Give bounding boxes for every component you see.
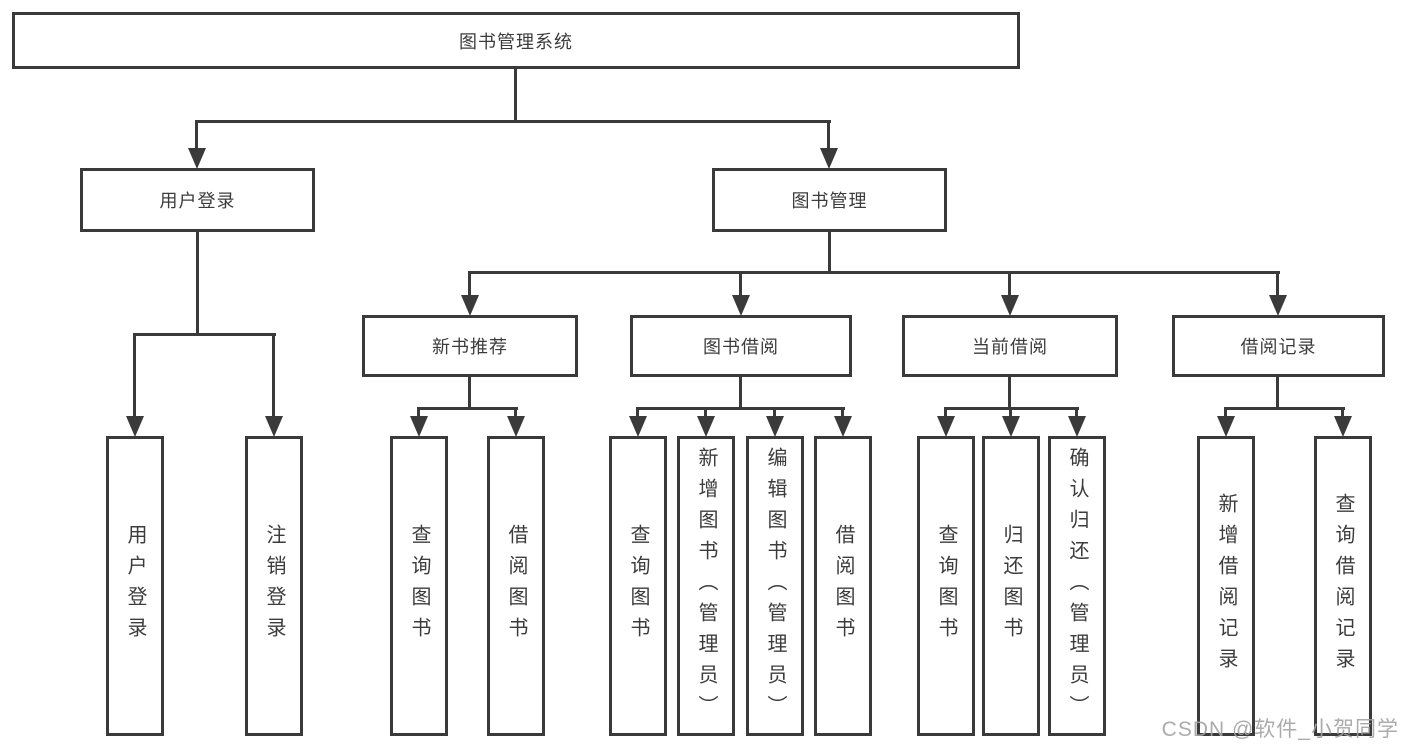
node-library-system: 图书管理系统 — [12, 12, 1020, 69]
arrow-down-icon — [765, 407, 784, 437]
node-label: 用户登录 — [159, 191, 236, 211]
node-label: 注销登录 — [263, 524, 285, 648]
arrow-down-icon — [125, 333, 144, 437]
arrow-down-icon — [187, 120, 206, 169]
arrow-down-icon — [1268, 271, 1287, 316]
node-label: 借阅图书 — [832, 524, 854, 648]
node-label: 编辑图书（管理员） — [764, 446, 786, 726]
node-label: 用户登录 — [124, 524, 146, 648]
node-label: 图书借阅 — [703, 337, 779, 357]
node-borrowing-records: 借阅记录 — [1172, 315, 1385, 377]
connector-line — [636, 407, 845, 410]
connector-line — [1224, 407, 1345, 410]
arrow-down-icon — [731, 271, 750, 316]
node-label: 图书管理系统 — [459, 31, 573, 52]
connector-line — [828, 232, 831, 274]
csdn-watermark: CSDN @软件_小贺同学 — [1161, 718, 1399, 741]
leaf-recommend-borrow-books: 借阅图书 — [487, 436, 545, 736]
arrow-down-icon — [506, 407, 525, 437]
leaf-current-query-books: 查询图书 — [917, 436, 975, 736]
node-label: 新增借阅记录 — [1215, 493, 1237, 679]
node-label: 查询图书 — [935, 524, 957, 648]
arrow-down-icon — [1333, 407, 1352, 437]
leaf-recommend-query-books: 查询图书 — [390, 436, 448, 736]
node-label: 图书管理 — [791, 191, 868, 211]
arrow-down-icon — [409, 407, 428, 437]
leaf-user-login: 用户登录 — [106, 436, 164, 736]
node-label: 查询图书 — [408, 524, 430, 648]
arrow-down-icon — [1000, 271, 1019, 316]
arrow-down-icon — [819, 120, 838, 169]
arrow-down-icon — [936, 407, 955, 437]
connector-line — [739, 377, 742, 410]
leaf-add-book-admin: 新增图书（管理员） — [677, 436, 735, 736]
connector-line — [1008, 377, 1011, 410]
node-label: 当前借阅 — [972, 337, 1048, 357]
node-new-book-recommend: 新书推荐 — [362, 315, 578, 377]
node-label: 新书推荐 — [432, 337, 508, 357]
node-label: 确认归还（管理员） — [1066, 446, 1088, 726]
connector-line — [1276, 377, 1279, 410]
arrow-down-icon — [628, 407, 647, 437]
node-book-management: 图书管理 — [712, 168, 947, 232]
leaf-logout: 注销登录 — [245, 436, 303, 736]
leaf-confirm-return-admin: 确认归还（管理员） — [1048, 436, 1106, 736]
leaf-borrow-books: 借阅图书 — [814, 436, 872, 736]
node-label: 新增图书（管理员） — [695, 446, 717, 726]
connector-line — [468, 271, 1280, 274]
arrow-down-icon — [460, 271, 479, 316]
node-user-login: 用户登录 — [80, 168, 315, 232]
connector-line — [133, 333, 276, 336]
connector-line — [468, 377, 471, 410]
leaf-query-borrow-record: 查询借阅记录 — [1314, 436, 1372, 736]
leaf-add-borrow-record: 新增借阅记录 — [1197, 436, 1255, 736]
node-label: 归还图书 — [1000, 524, 1022, 648]
node-label: 借阅记录 — [1240, 337, 1317, 357]
arrow-down-icon — [1001, 407, 1020, 437]
connector-line — [196, 232, 199, 336]
node-current-borrowing: 当前借阅 — [902, 315, 1118, 377]
connector-line — [514, 68, 517, 123]
arrow-down-icon — [833, 407, 852, 437]
arrow-down-icon — [264, 333, 283, 437]
arrow-down-icon — [1216, 407, 1235, 437]
connector-line — [417, 407, 518, 410]
leaf-borrow-query-books: 查询图书 — [609, 436, 667, 736]
node-label: 查询借阅记录 — [1332, 493, 1354, 679]
node-label: 查询图书 — [627, 524, 649, 648]
leaf-return-books: 归还图书 — [982, 436, 1040, 736]
node-label: 借阅图书 — [505, 524, 527, 648]
arrow-down-icon — [696, 407, 715, 437]
connector-line — [196, 120, 831, 123]
node-book-borrowing: 图书借阅 — [630, 315, 852, 377]
leaf-edit-book-admin: 编辑图书（管理员） — [746, 436, 804, 736]
arrow-down-icon — [1067, 407, 1086, 437]
